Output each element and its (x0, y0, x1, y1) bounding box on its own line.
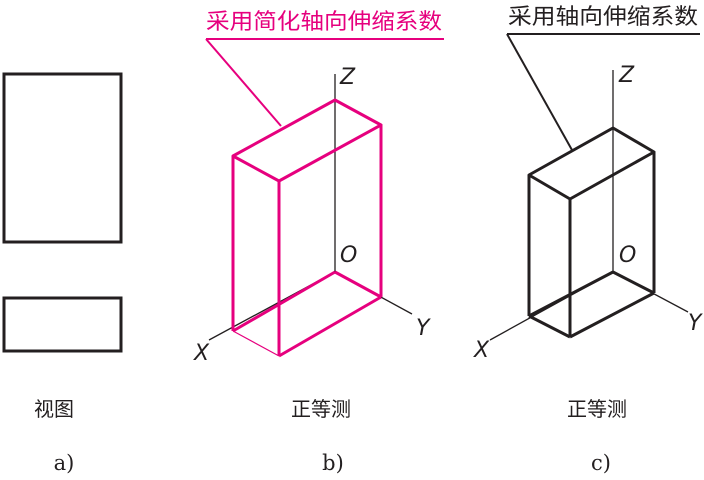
callout-text: 采用简化轴向伸缩系数 (206, 10, 442, 35)
callout-leader (506, 33, 573, 151)
axis-label-y: Y (416, 316, 431, 341)
box-outline (231, 98, 383, 358)
axis-label-z: Z (618, 63, 635, 88)
panel-a-caption: 视图 (34, 397, 74, 421)
axis-label-z: Z (339, 65, 356, 90)
panel-b-label: b) (322, 451, 344, 475)
panel-a-label: a) (54, 451, 75, 475)
axis-label-x: X (193, 341, 210, 366)
top-view-rect (2, 296, 123, 353)
axis-label-origin: O (340, 243, 357, 268)
panel-c: 采用轴向伸缩系数 Z O X Y 正等测 c) (473, 5, 703, 475)
callout-text: 采用轴向伸缩系数 (508, 5, 698, 30)
panel-b: 采用简化轴向伸缩系数 Z O X Y 正等测 b) (193, 10, 444, 475)
axis-label-y: Y (688, 311, 703, 336)
box-outline (527, 126, 656, 339)
axis-label-x: X (473, 338, 490, 363)
front-view-rect (2, 72, 123, 244)
panel-b-caption: 正等测 (291, 397, 351, 421)
panel-c-caption: 正等测 (567, 397, 627, 421)
axis-label-origin: O (619, 243, 636, 268)
panel-c-label: c) (591, 451, 611, 475)
callout-leader (205, 38, 282, 127)
panel-a: 视图 a) (2, 72, 123, 475)
